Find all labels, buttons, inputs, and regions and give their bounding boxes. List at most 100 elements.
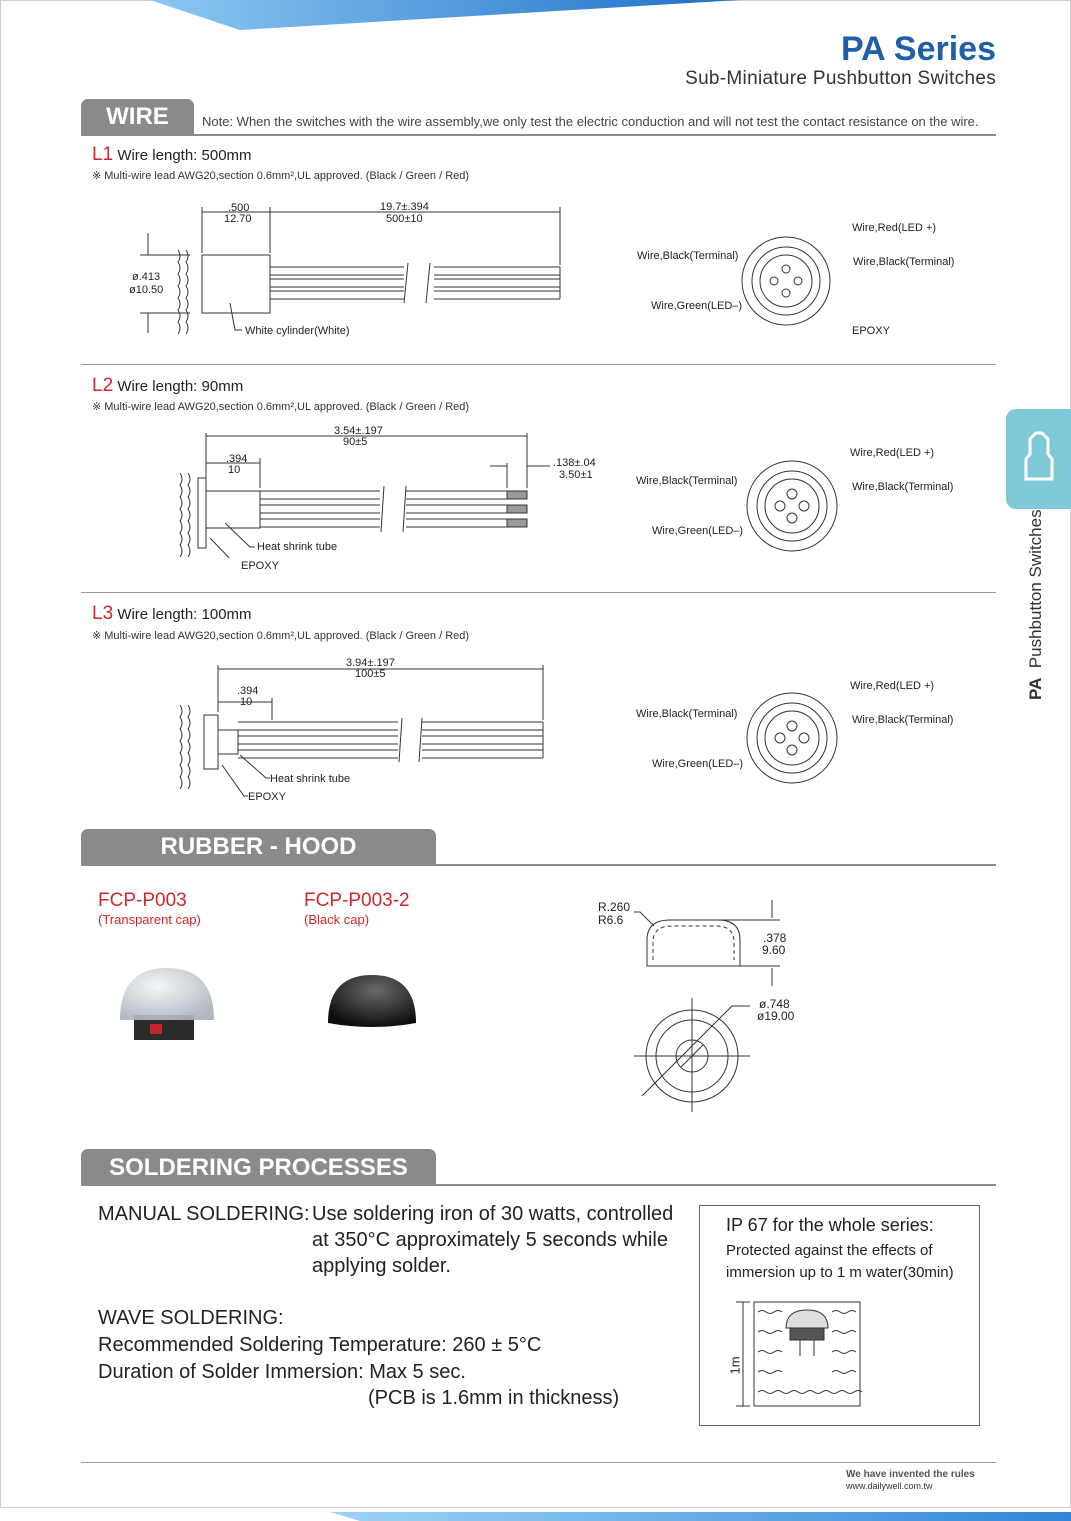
transparent-cap-image xyxy=(120,968,214,1040)
l1-drawing xyxy=(140,207,561,335)
l3-dim-a-in: 3.94±.197 xyxy=(346,657,395,669)
hood-dim-d-mm: ø19.00 xyxy=(757,1009,795,1023)
hood-1-desc: (Transparent cap) xyxy=(98,912,201,927)
wave-note: (PCB is 1.6mm in thickness) xyxy=(368,1387,620,1409)
l3-callout-epoxy: EPOXY xyxy=(248,791,286,803)
l3-spec: ※ Multi-wire lead AWG20,section 0.6mm²,U… xyxy=(92,630,470,642)
side-label: PA Pushbutton Switches xyxy=(1026,509,1046,700)
soldering-tab: SOLDERING PROCESSES xyxy=(81,1149,436,1185)
l3-dim-b-mm: 10 xyxy=(240,696,253,708)
bottom-banner xyxy=(330,1512,1071,1521)
l2-dim-c-in: .138±.04 xyxy=(553,457,596,469)
l3-label-black-left: Wire,Black(Terminal) xyxy=(636,708,738,720)
l2-length: Wire length: 90mm xyxy=(117,378,244,395)
immersion-diagram xyxy=(736,1301,863,1407)
l2-callout-tube: Heat shrink tube xyxy=(257,541,338,553)
wave-soldering-label: WAVE SOLDERING: xyxy=(98,1307,284,1329)
l3-length: Wire length: 100mm xyxy=(117,606,252,623)
footer-divider xyxy=(81,1462,996,1463)
l3-drawing xyxy=(179,665,544,797)
l1-dim-b-mm: 500±10 xyxy=(386,213,423,225)
l2-dim-a-in: 3.54±.197 xyxy=(334,425,383,437)
l2-dim-b-mm: 10 xyxy=(228,464,241,476)
l2-code: L2 xyxy=(92,375,114,396)
l1-label-black-left: Wire,Black(Terminal) xyxy=(637,250,739,262)
manual-soldering-label: MANUAL SOLDERING: xyxy=(98,1203,310,1225)
l3-dim-a-mm: 100±5 xyxy=(355,668,386,680)
l2-callout-epoxy: EPOXY xyxy=(241,560,279,572)
hood-dim-r-in: R.260 xyxy=(598,900,631,914)
black-cap-image xyxy=(328,975,416,1027)
hood-2-code: FCP-P003-2 xyxy=(304,890,410,911)
l2-label-black-left: Wire,Black(Terminal) xyxy=(636,475,738,487)
l1-dim-d-mm: ø10.50 xyxy=(129,284,164,296)
soldering-line xyxy=(81,1184,996,1186)
l2-drawing xyxy=(179,433,550,558)
l1-heading: L1 Wire length: 500mm xyxy=(92,144,252,166)
l1-dim-d-in: ø.413 xyxy=(132,271,161,283)
wave-line-1: Recommended Soldering Temperature: 260 ±… xyxy=(98,1334,542,1356)
rubber-hood-line xyxy=(81,864,996,866)
l2-heading: L2 Wire length: 90mm xyxy=(92,375,243,397)
page-title: PA Series xyxy=(841,30,996,68)
l2-dim-c-mm: 3.50±1 xyxy=(559,469,593,481)
l1-callout-cylinder: White cylinder(White) xyxy=(245,325,350,337)
l1-label-epoxy: EPOXY xyxy=(852,325,890,337)
hood-1-code: FCP-P003 xyxy=(98,890,187,911)
hood-2-desc: (Black cap) xyxy=(304,912,370,927)
ip67-box xyxy=(699,1205,980,1426)
l3-end-view xyxy=(746,692,838,784)
side-label-bold: PA xyxy=(1026,677,1045,700)
l3-label-green: Wire,Green(LED–) xyxy=(652,758,744,770)
wire-section-line xyxy=(81,134,996,136)
l3-heading: L3 Wire length: 100mm xyxy=(92,603,252,625)
ip67-line-2: immersion up to 1 m water(30min) xyxy=(726,1264,954,1281)
rubber-hood-tab: RUBBER - HOOD xyxy=(81,829,436,865)
hood-dim-h-in: .378 xyxy=(763,931,787,945)
wire-note: Note: When the switches with the wire as… xyxy=(202,114,979,129)
l1-spec: ※ Multi-wire lead AWG20,section 0.6mm²,U… xyxy=(92,170,470,182)
ip67-line-1: Protected against the effects of xyxy=(726,1242,933,1259)
top-banner xyxy=(150,0,740,30)
l3-dim-b-in: .394 xyxy=(237,685,259,697)
l1-dim-a-in: .500 xyxy=(228,202,250,214)
l1-length: Wire length: 500mm xyxy=(117,147,252,164)
l3-code: L3 xyxy=(92,603,114,624)
side-tab[interactable] xyxy=(1006,409,1071,509)
l2-label-green: Wire,Green(LED–) xyxy=(652,525,744,537)
l3-label-black-right: Wire,Black(Terminal) xyxy=(852,714,954,726)
wave-line-2: Duration of Solder Immersion: Max 5 sec. xyxy=(98,1361,466,1383)
side-label-text: Pushbutton Switches xyxy=(1026,509,1045,669)
divider-l1 xyxy=(81,364,996,365)
page-subtitle: Sub-Miniature Pushbutton Switches xyxy=(685,68,996,89)
l2-spec: ※ Multi-wire lead AWG20,section 0.6mm²,U… xyxy=(92,401,470,413)
l2-label-black-right: Wire,Black(Terminal) xyxy=(852,481,954,493)
l3-label-red: Wire,Red(LED +) xyxy=(850,680,935,692)
l1-label-black-right: Wire,Black(Terminal) xyxy=(853,256,955,268)
manual-line-3: applying solder. xyxy=(312,1255,451,1277)
pushbutton-icon xyxy=(1024,431,1054,481)
footer-tagline: We have invented the rules xyxy=(846,1469,975,1480)
l1-end-view xyxy=(741,236,831,326)
l1-label-green: Wire,Green(LED–) xyxy=(651,300,743,312)
hood-dim-r-mm: R6.6 xyxy=(598,913,624,927)
manual-line-2: at 350°C approximately 5 seconds while xyxy=(312,1229,668,1251)
manual-line-1: Use soldering iron of 30 watts, controll… xyxy=(312,1203,674,1225)
l1-dim-a-mm: 12.70 xyxy=(224,213,252,225)
ip67-title: IP 67 for the whole series: xyxy=(726,1215,934,1235)
l2-dim-a-mm: 90±5 xyxy=(343,436,368,448)
footer-url[interactable]: www.dailywell.com.tw xyxy=(846,1481,933,1491)
wire-section-tab: WIRE xyxy=(81,99,194,135)
divider-l2 xyxy=(81,592,996,593)
depth-label: 1m xyxy=(727,1356,743,1375)
l1-dim-b-in: 19.7±.394 xyxy=(380,201,429,213)
l3-callout-tube: Heat shrink tube xyxy=(270,773,351,785)
l1-code: L1 xyxy=(92,144,114,165)
hood-dimension-drawing xyxy=(634,900,780,1112)
l2-label-red: Wire,Red(LED +) xyxy=(850,447,935,459)
l1-label-red: Wire,Red(LED +) xyxy=(852,222,937,234)
hood-dim-d-in: ø.748 xyxy=(759,997,790,1011)
l2-end-view xyxy=(746,460,838,552)
hood-dim-h-mm: 9.60 xyxy=(762,943,786,957)
l2-dim-b-in: .394 xyxy=(226,453,248,465)
